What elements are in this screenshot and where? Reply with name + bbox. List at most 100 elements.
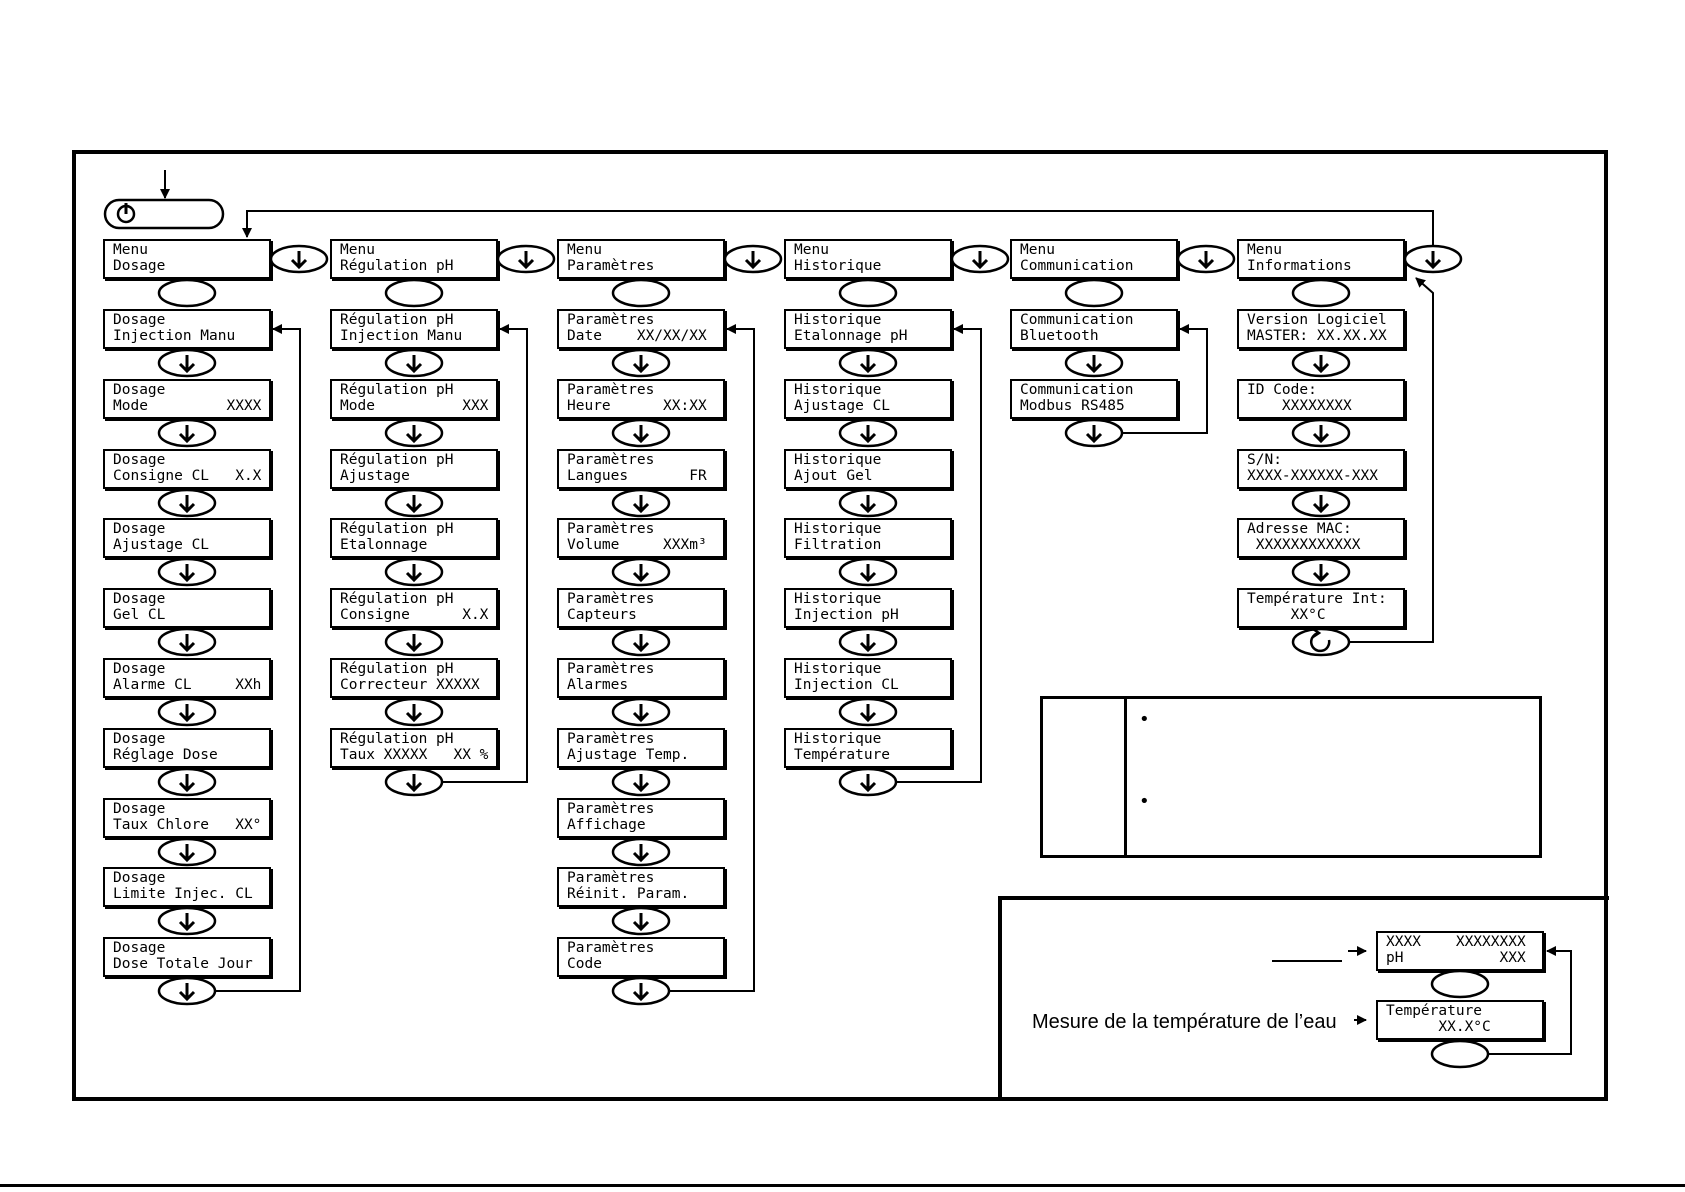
menu-item-regulation-ph-line-1: Régulation pH <box>340 312 454 328</box>
enter-button-communication[interactable] <box>1064 278 1124 308</box>
arrow-down-icon-head <box>178 502 196 514</box>
menu-item-dosage-line-1: Dosage <box>113 940 166 956</box>
page-bottom-rule <box>0 1184 1685 1187</box>
menu-item-regulation-ph-line-2: Taux XXXXX XX % <box>340 746 489 763</box>
enter-button-regulation-ph[interactable] <box>384 278 444 308</box>
menu-item-dosage-line-1: Dosage <box>113 661 166 677</box>
enter-button-dosage[interactable] <box>157 278 217 308</box>
arrow-down-icon-head <box>1085 362 1103 374</box>
enter-button-parametres[interactable] <box>611 278 671 308</box>
menu-item-regulation-ph-line-2: Injection Manu <box>340 327 463 344</box>
menu-item-informations[interactable]: Adresse MAC: XXXXXXXXXXXX <box>1237 518 1405 558</box>
display-main-line-2: pH XXX <box>1386 949 1526 966</box>
bullet-1: • <box>1139 709 1150 730</box>
menu-item-informations-line-1: Température Int: <box>1247 591 1387 607</box>
menu-item-parametres-line-1: Paramètres <box>567 521 655 537</box>
arrow-down-icon-head <box>178 432 196 444</box>
display-toggle-button-2[interactable] <box>1430 1039 1490 1069</box>
arrow-down-icon-head <box>859 641 877 653</box>
menu-item-parametres-line-1: Paramètres <box>567 312 655 328</box>
menu-item-dosage-line-2: Dose Totale Jour <box>113 955 253 972</box>
menu-item-informations[interactable]: S/N:XXXX-XXXXXX-XXX <box>1237 449 1405 489</box>
arrow-down-icon-head <box>405 781 423 793</box>
menu-item-regulation-ph-line-1: Régulation pH <box>340 591 454 607</box>
menu-header-informations-line-1: Menu <box>1247 242 1282 258</box>
submenu-loop-connector <box>669 324 755 992</box>
arrow-down-icon-head <box>178 781 196 793</box>
arrow-down-icon-head <box>405 641 423 653</box>
menu-item-regulation-ph-line-2: Ajustage <box>340 467 410 484</box>
menu-header-historique-line-2: Historique <box>794 257 882 274</box>
menu-item-historique-line-1: Historique <box>794 591 882 607</box>
arrow-down-icon-head <box>1312 362 1330 374</box>
submenu-loop-connector <box>1122 324 1208 434</box>
menu-item-parametres-line-2: Capteurs <box>567 606 637 623</box>
enter-button-historique[interactable] <box>838 278 898 308</box>
menu-item-parametres-line-1: Paramètres <box>567 452 655 468</box>
menu-item-informations[interactable]: ID Code: XXXXXXXX <box>1237 379 1405 419</box>
enter-button-informations[interactable] <box>1291 278 1351 308</box>
menu-item-parametres-line-2: Heure XX:XX <box>567 397 707 414</box>
arrow-down-icon-head <box>178 362 196 374</box>
menu-item-historique-line-1: Historique <box>794 382 882 398</box>
menu-item-dosage-line-2: Injection Manu <box>113 327 236 344</box>
menu-item-dosage-line-2: Gel CL <box>113 606 166 623</box>
menu-item-dosage-line-2: Alarme CL XXh <box>113 676 262 693</box>
menu-item-historique-line-1: Historique <box>794 661 882 677</box>
menu-item-dosage-line-1: Dosage <box>113 870 166 886</box>
display-toggle-button[interactable] <box>1430 969 1490 999</box>
loop-back-icon-head <box>1312 627 1322 639</box>
display-temp[interactable]: Température XX.X°C <box>1376 1000 1544 1040</box>
menu-item-informations[interactable]: Température Int: XX°C <box>1237 588 1405 628</box>
menu-header-communication-line-2: Communication <box>1020 257 1134 274</box>
note-box: • • <box>1040 696 1542 858</box>
bullet-2: • <box>1139 791 1150 812</box>
arrow-down-icon-head <box>405 432 423 444</box>
arrow-down-icon-head <box>632 990 650 1002</box>
menu-item-dosage-line-1: Dosage <box>113 382 166 398</box>
